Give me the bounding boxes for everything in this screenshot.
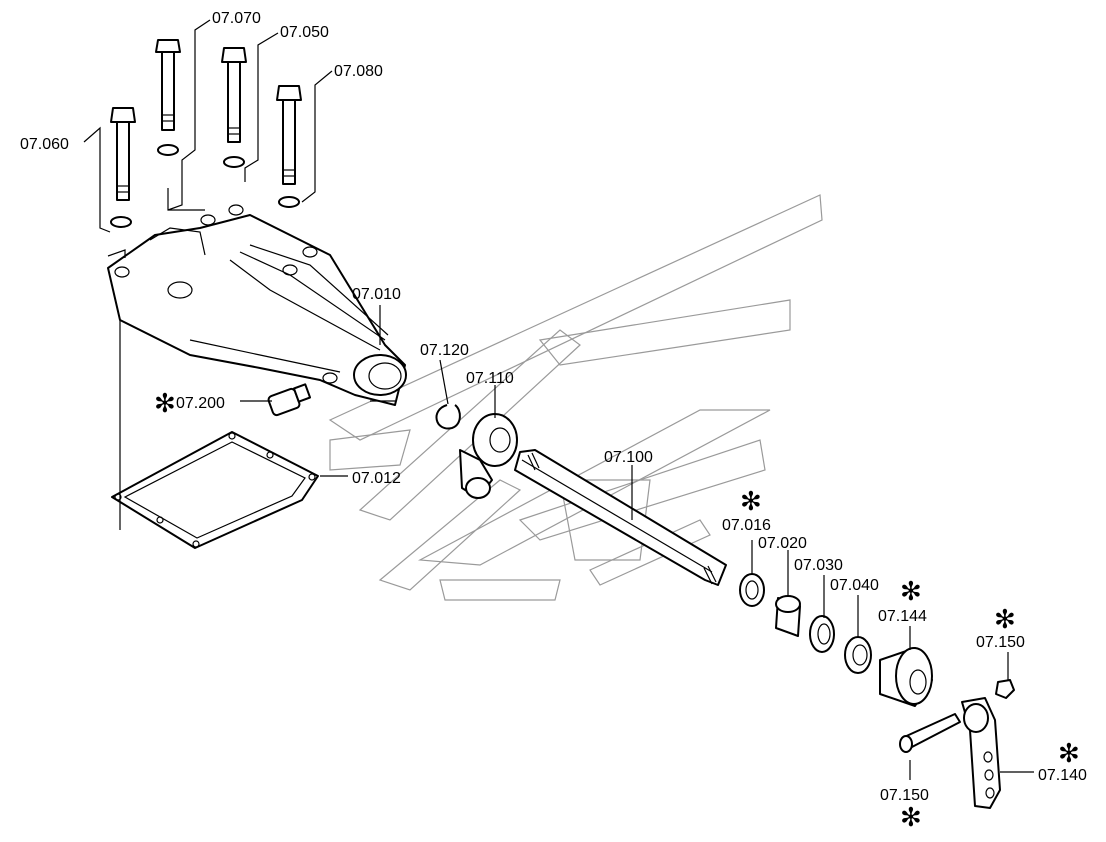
ring-07-030 [809,615,835,653]
sensor-07-200 [267,383,312,417]
label-07-016: 07.016 [722,517,771,534]
label-07-050: 07.050 [280,24,329,41]
shaft-07-100 [514,449,727,586]
label-07-010: 07.010 [352,286,401,303]
seal-07-040 [844,636,872,674]
label-07-060: 07.060 [20,136,69,153]
label-07-070: 07.070 [212,10,261,27]
label-07-150-bottom: 07.150 [880,787,929,804]
label-07-150-top: 07.150 [976,634,1025,651]
label-07-100: 07.100 [604,449,653,466]
marker-07-140: ✻ [1058,739,1080,769]
ring-07-016 [739,573,765,607]
label-07-140: 07.140 [1038,767,1087,784]
nut-07-150 [995,679,1015,699]
label-07-012: 07.012 [352,470,401,487]
part-labels: 07.070 07.050 07.080 07.060 07.010 07.12… [20,10,1087,833]
marker-07-200: ✻ [154,389,176,419]
yoke-07-110 [459,413,518,499]
marker-07-144: ✻ [900,577,922,607]
marker-07-016: ✻ [740,487,762,517]
bushing-07-020 [775,595,801,637]
bolt-07-080 [276,85,302,208]
label-07-144: 07.144 [878,608,927,625]
leader-lines [83,19,1034,780]
label-07-110: 07.110 [466,370,514,387]
label-07-030: 07.030 [794,557,843,574]
marker-07-150-bottom: ✻ [900,803,922,833]
label-07-040: 07.040 [830,577,879,594]
lever-07-140 [961,697,1001,809]
bushing-07-144 [879,647,933,707]
bolt-07-150 [899,713,961,753]
gasket-07-012 [111,431,319,549]
bolt-07-060 [110,107,136,228]
label-07-020: 07.020 [758,535,807,552]
bolt-07-050 [221,47,247,168]
bolt-07-070 [155,39,181,156]
housing-07-010 [107,204,407,406]
label-07-080: 07.080 [334,63,383,80]
watermark-logo [328,194,823,601]
label-07-120: 07.120 [420,342,469,359]
marker-07-150-top: ✻ [994,605,1016,635]
label-07-200: 07.200 [176,395,225,412]
circlip-07-120 [435,404,461,430]
